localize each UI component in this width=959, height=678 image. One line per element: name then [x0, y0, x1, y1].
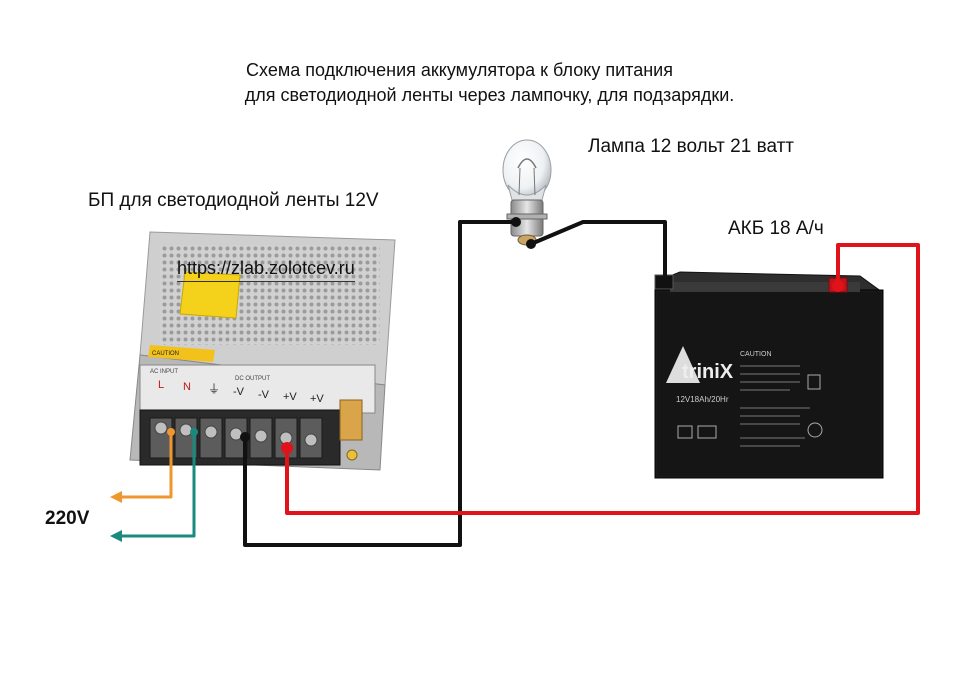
lamp-label: Лампа 12 вольт 21 ватт — [588, 136, 795, 157]
mains-voltage-label: 220V — [45, 508, 90, 529]
lamp-bulb — [502, 139, 552, 246]
neutral-terminal-dot — [190, 428, 198, 436]
battery: triniX 12V18Ah/20Hr CAUTION — [654, 271, 884, 479]
psu-caution-text: CAUTION — [152, 351, 179, 357]
battery-negative-dot — [660, 277, 670, 287]
psu-ac-input-text: AC INPUT — [150, 369, 178, 375]
terminal-label-l: L — [158, 379, 164, 391]
terminal-label-minus-v-2: -V — [258, 389, 270, 401]
wires — [116, 220, 920, 547]
terminal-label-plus-v-2: +V — [310, 393, 324, 405]
battery-model-text: 12V18Ah/20Hr — [676, 395, 729, 404]
line-wire-l — [116, 430, 173, 499]
recycle-icon — [807, 422, 823, 438]
battery-caution-text: CAUTION — [740, 351, 772, 358]
negative-terminal-dot — [240, 432, 250, 442]
iso-mark-icon — [697, 425, 717, 439]
psu-label: БП для светодиодной ленты 12V — [88, 190, 379, 211]
terminal-label-ground: ⏚ — [208, 382, 220, 396]
neutral-wire-n — [116, 430, 196, 538]
psu-dc-output-text: DC OUTPUT — [235, 376, 270, 382]
source-url-link[interactable]: https://zlab.zolotcev.ru — [177, 258, 355, 282]
terminal-label-plus-v-1: +V — [283, 391, 297, 403]
neutral-wire-arrow-icon — [110, 530, 122, 542]
negative-wire-psu-to-lamp — [243, 220, 518, 547]
lamp-contact-dot-2 — [526, 239, 536, 249]
positive-terminal-dot — [281, 442, 293, 454]
line-terminal-dot — [167, 428, 175, 436]
battery-brand-text: triniX — [682, 361, 734, 383]
ce-mark-icon — [677, 425, 693, 439]
terminal-label-n: N — [183, 381, 191, 393]
lamp-contact-dot-1 — [511, 217, 521, 227]
negative-wire-lamp-to-battery — [529, 220, 667, 284]
recycle-bin-icon — [807, 374, 821, 390]
diagram-title-line2: для светодиодной ленты через лампочку, д… — [244, 85, 735, 105]
battery-positive-dot — [832, 280, 844, 292]
battery-label: АКБ 18 А/ч — [728, 218, 824, 239]
psu-caution-label — [148, 345, 215, 362]
positive-wire-psu-to-battery — [285, 243, 920, 515]
line-wire-arrow-icon — [110, 491, 122, 503]
terminal-label-minus-v-1: -V — [233, 386, 245, 398]
diagram-title-line1: Схема подключения аккумулятора к блоку п… — [246, 60, 673, 80]
